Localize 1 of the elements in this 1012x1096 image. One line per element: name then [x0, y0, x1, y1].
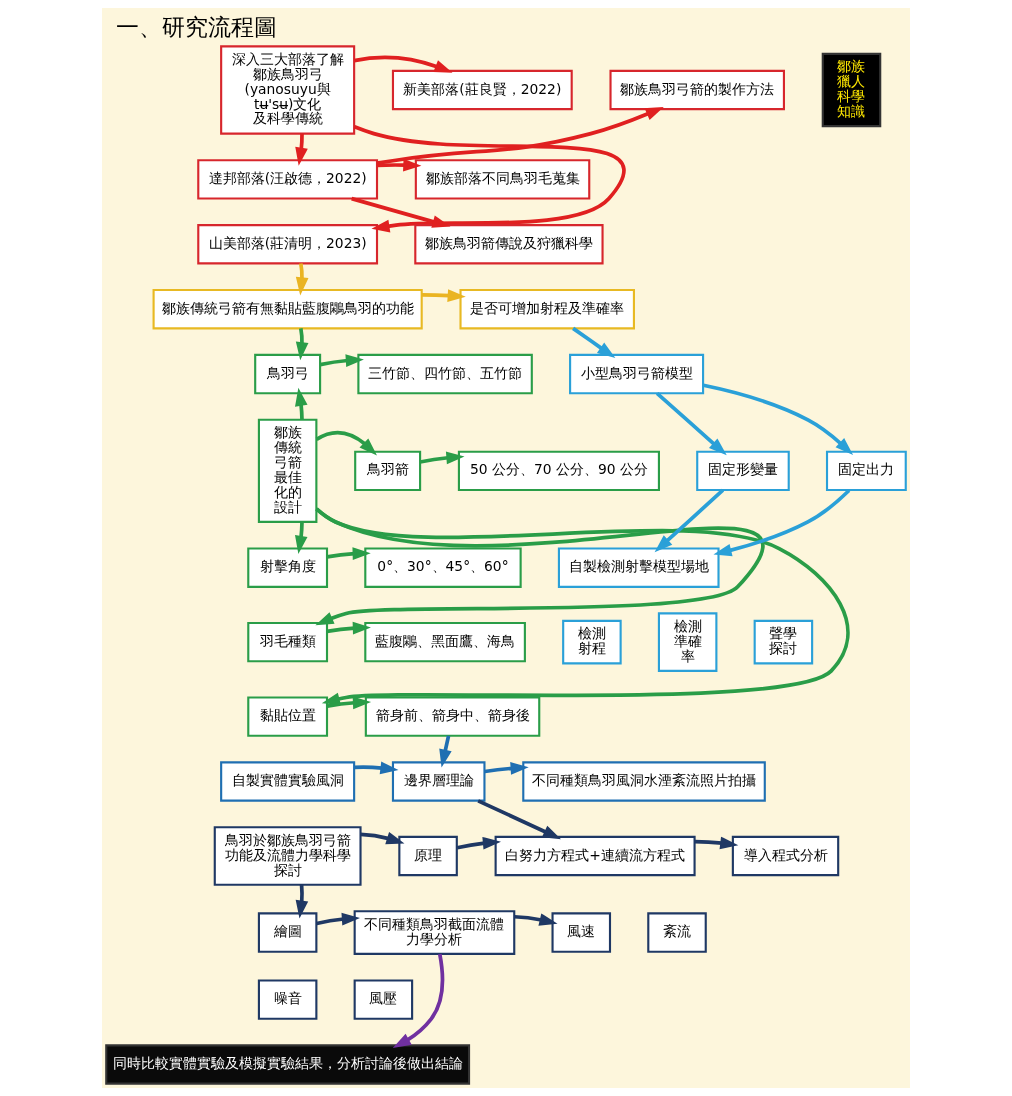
diagram-title: 一、研究流程圖	[115, 13, 277, 42]
